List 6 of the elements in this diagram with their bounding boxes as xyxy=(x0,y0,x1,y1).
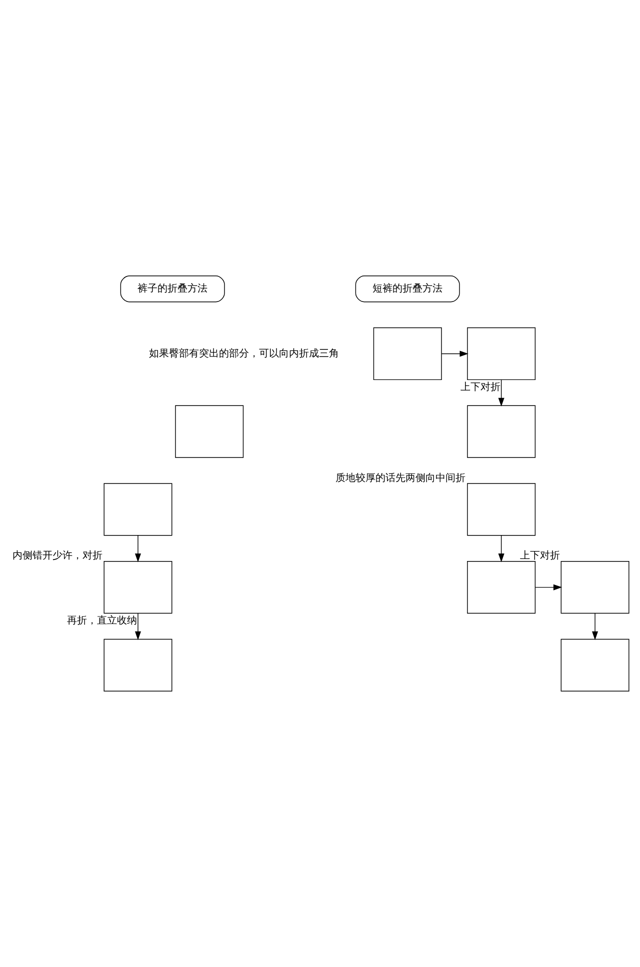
node-label: 内侧错开少许，对折 xyxy=(12,550,103,562)
node-label: 上下对折 xyxy=(520,550,560,562)
edge-label: 上下对折 xyxy=(460,382,500,393)
label: 如果臀部有突出的部分，可以向内折成三角 xyxy=(148,348,339,360)
edge-label: 再折，直立收纳 xyxy=(66,615,137,626)
node-label: 质地较厚的话先两侧向中间折 xyxy=(335,472,466,484)
